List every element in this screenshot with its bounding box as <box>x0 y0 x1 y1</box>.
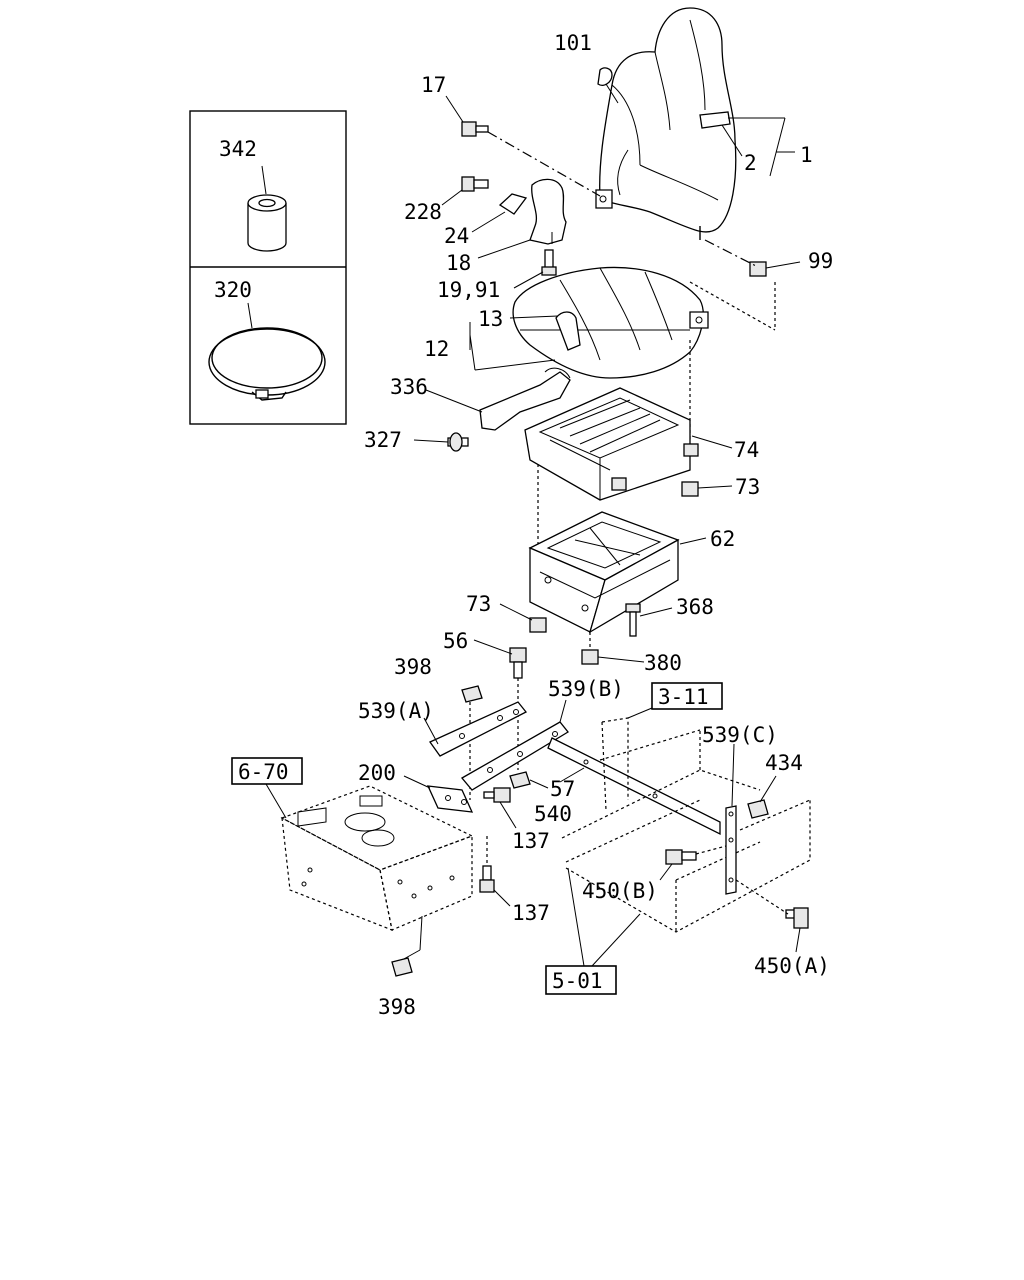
label-13: 13 <box>478 307 503 331</box>
label-228: 228 <box>404 200 442 224</box>
label-434: 434 <box>765 751 803 775</box>
nut-73-lower <box>529 617 547 633</box>
bolt-17 <box>445 95 489 137</box>
label-342: 342 <box>219 137 257 161</box>
label-398-upper: 398 <box>394 655 432 679</box>
label-57: 57 <box>550 777 575 801</box>
ref-label-5-01: 5-01 <box>552 969 603 993</box>
slide-rail-frame-74 <box>524 387 699 501</box>
nut-73-upper <box>681 481 699 497</box>
spacer-cylinder-342 <box>247 194 287 252</box>
label-327: 327 <box>364 428 402 452</box>
label-380: 380 <box>644 651 682 675</box>
nut-434 <box>747 799 769 819</box>
label-540: 540 <box>534 802 572 826</box>
label-137-lower: 137 <box>512 901 550 925</box>
label-137-upper: 137 <box>512 829 550 853</box>
label-450A: 450(A) <box>754 954 830 978</box>
nut-99 <box>749 261 767 277</box>
label-1: 1 <box>800 143 813 167</box>
ref-label-3-11: 3-11 <box>658 685 709 709</box>
ref-box-5-01[interactable]: 5-01 <box>545 965 617 995</box>
label-539C: 539(C) <box>702 723 778 747</box>
label-398-lower: 398 <box>378 995 416 1019</box>
label-73-lower: 73 <box>466 592 491 616</box>
seat-back <box>595 7 737 240</box>
label-2: 2 <box>744 151 757 175</box>
ref-box-3-11[interactable]: 3-11 <box>651 682 723 710</box>
label-450B: 450(B) <box>582 879 658 903</box>
bolt-56 <box>509 647 527 679</box>
bolt-228 <box>461 176 489 192</box>
nut-398-lower <box>391 957 413 977</box>
label-74: 74 <box>734 438 759 462</box>
hose-clamp-320 <box>208 327 326 401</box>
bolt-137-lower <box>479 865 495 893</box>
bolt-137-upper <box>483 787 511 803</box>
label-101: 101 <box>554 31 592 55</box>
label-320: 320 <box>214 278 252 302</box>
label-368: 368 <box>676 595 714 619</box>
seat-base-62 <box>528 511 680 634</box>
frame-rail <box>561 707 811 933</box>
bracket-539A <box>429 701 528 757</box>
ref-label-6-70: 6-70 <box>238 760 289 784</box>
label-18: 18 <box>446 251 471 275</box>
label-24: 24 <box>444 224 469 248</box>
label-200: 200 <box>358 761 396 785</box>
inset-box <box>189 110 347 425</box>
bracket-539C <box>725 805 737 895</box>
label-336: 336 <box>390 375 428 399</box>
screw-327 <box>447 432 469 452</box>
label-99: 99 <box>808 249 833 273</box>
ref-box-6-70[interactable]: 6-70 <box>231 757 303 785</box>
label-73-upper: 73 <box>735 475 760 499</box>
label-56: 56 <box>443 629 468 653</box>
label-539A: 539(A) <box>358 699 434 723</box>
nut-57 <box>509 771 531 789</box>
bolt-450B <box>665 849 697 865</box>
leaders-1-2 <box>721 117 795 177</box>
bolt-450A <box>785 907 809 929</box>
bolt-368 <box>625 603 641 637</box>
battery-box <box>280 785 474 931</box>
side-cover-336 <box>479 367 571 431</box>
bolt-19-91 <box>541 249 557 276</box>
label-539B: 539(B) <box>548 677 624 701</box>
bracket-539B <box>461 721 569 791</box>
nut-398-upper <box>461 685 483 703</box>
armrest-bracket-18 <box>529 178 567 245</box>
leaders-12-13 <box>469 315 559 371</box>
label-12: 12 <box>424 337 449 361</box>
nut-380 <box>581 649 599 665</box>
label-17: 17 <box>421 73 446 97</box>
seat-cushion <box>512 266 709 379</box>
bracket-200 <box>426 785 474 813</box>
label-19-91: 19,91 <box>437 278 500 302</box>
label-62: 62 <box>710 527 735 551</box>
pad-24 <box>498 193 528 215</box>
